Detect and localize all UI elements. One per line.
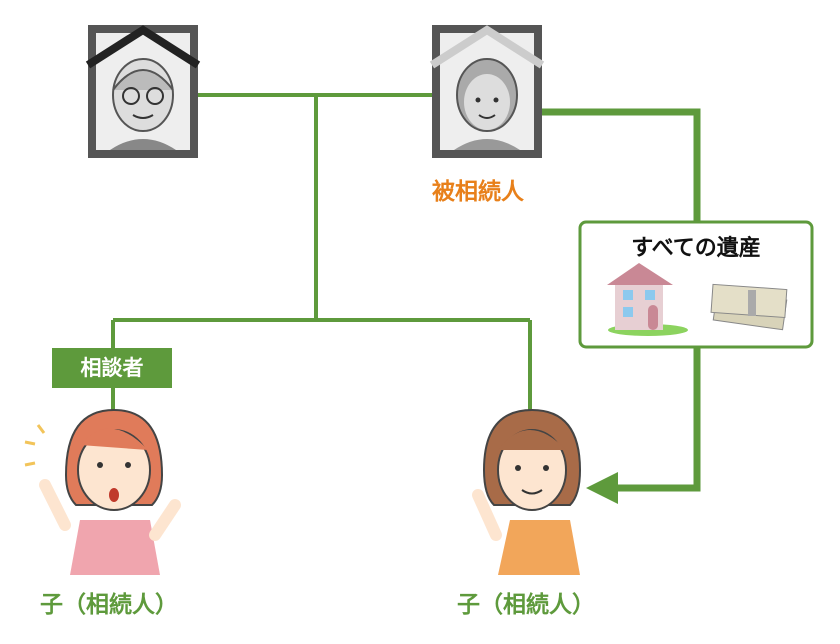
mother-portrait [429,25,545,158]
arrow-head-icon [586,472,618,504]
house-icon [607,263,688,336]
inheritance-arrow [542,108,701,492]
deceased-label: 被相続人 [432,179,524,205]
child-heir-label-right: 子（相続人） [457,592,595,618]
child-heir-label-left: 子（相続人） [40,592,178,618]
estate-title: すべての遺産 [631,236,761,261]
family-lines [111,93,532,420]
father-portrait [85,25,201,158]
child-illustration [472,408,582,575]
money-bundle-icon [710,283,788,331]
consultant-child-illustration [24,408,181,575]
consultant-badge: 相談者 [52,348,172,388]
